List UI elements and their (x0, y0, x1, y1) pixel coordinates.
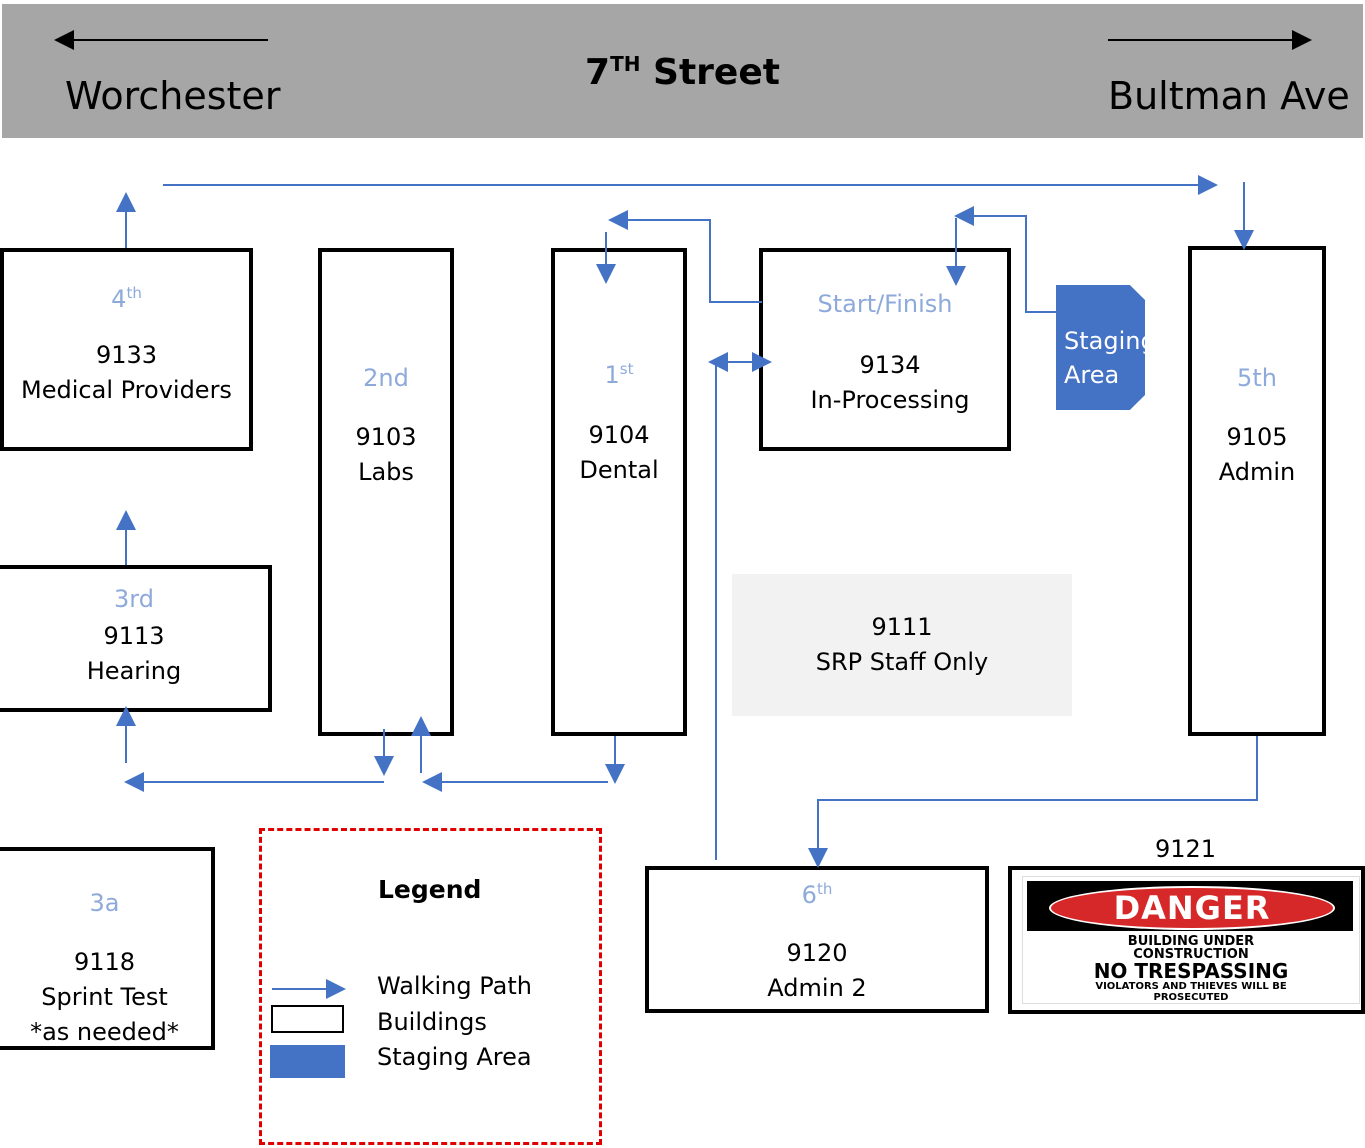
building-number: 9118 (73, 948, 136, 976)
building-name: Admin (1218, 458, 1296, 486)
building-number: 9105 (1226, 423, 1288, 451)
building-number: 9133 (95, 341, 158, 369)
danger-sign-header: DANGER (1049, 886, 1335, 930)
staging-area (1056, 285, 1145, 410)
building-order: 4th (111, 284, 142, 313)
building-number: 9111 (871, 613, 933, 641)
building-9120[interactable]: 6th 9120 Admin 2 (645, 866, 989, 1013)
street-banner (2, 4, 1363, 138)
danger-sign-text: BUILDING UNDER CONSTRUCTION NO TRESPASSI… (1093, 934, 1289, 1003)
building-number: 9120 (786, 939, 848, 967)
building-order: Start/Finish (817, 290, 953, 318)
staging-area-label: Staging Area (1064, 327, 1156, 389)
building-9104[interactable]: 1st 9104 Dental (551, 248, 687, 736)
danger-sign-panel: DANGER BUILDING UNDER CONSTRUCTION NO TR… (1022, 876, 1360, 1004)
building-name: Sprint Test (41, 983, 168, 1011)
building-name: Admin 2 (767, 974, 867, 1002)
building-9121-danger-sign: DANGER BUILDING UNDER CONSTRUCTION NO TR… (1008, 866, 1365, 1014)
building-number: 9134 (859, 351, 921, 379)
building-9113[interactable]: 3rd 9113 Hearing (0, 565, 272, 712)
building-note: *as needed* (30, 1018, 179, 1046)
street-left-label: Worchester (65, 74, 281, 118)
building-number: 9103 (355, 423, 417, 451)
street-direction-arrows (54, 30, 1312, 50)
building-9105[interactable]: 5th 9105 Admin (1188, 246, 1326, 736)
legend-item-walking-path: Walking Path (377, 972, 532, 1000)
legend-staging-icon (270, 1045, 345, 1078)
building-9111: 9111 SRP Staff Only (732, 574, 1072, 716)
building-name: Medical Providers (21, 376, 232, 404)
building-9133[interactable]: 4th 9133 Medical Providers (0, 248, 253, 451)
building-9134[interactable]: Start/Finish 9134 In-Processing (759, 248, 1011, 451)
building-order: 3rd (114, 585, 154, 613)
legend-item-staging-area: Staging Area (377, 1043, 532, 1071)
legend-box: Legend Walking Path Buildings Staging Ar… (259, 828, 602, 1145)
building-order: 2nd (363, 364, 409, 392)
building-name: In-Processing (810, 386, 970, 414)
building-9118[interactable]: 3a 9118 Sprint Test *as needed* (0, 847, 215, 1050)
building-number: 9113 (103, 622, 165, 650)
legend-building-icon (271, 1005, 344, 1033)
building-name: SRP Staff Only (815, 648, 989, 676)
building-name: Labs (358, 458, 414, 486)
legend-item-buildings: Buildings (377, 1008, 487, 1036)
building-name: Dental (579, 456, 659, 484)
building-order: 5th (1237, 364, 1277, 392)
building-order: 1st (604, 360, 634, 389)
building-9103[interactable]: 2nd 9103 Labs (318, 248, 454, 736)
legend-title: Legend (378, 875, 482, 904)
street-title: 7TH Street (585, 52, 780, 93)
building-order: 6th (801, 880, 833, 909)
street-right-label: Bultman Ave (1108, 74, 1350, 118)
building-order: 3a (89, 889, 120, 917)
legend-path-icon (272, 979, 346, 999)
building-number: 9104 (588, 421, 650, 449)
building-name: Hearing (86, 657, 182, 685)
building-9121-number: 9121 (1155, 835, 1217, 863)
